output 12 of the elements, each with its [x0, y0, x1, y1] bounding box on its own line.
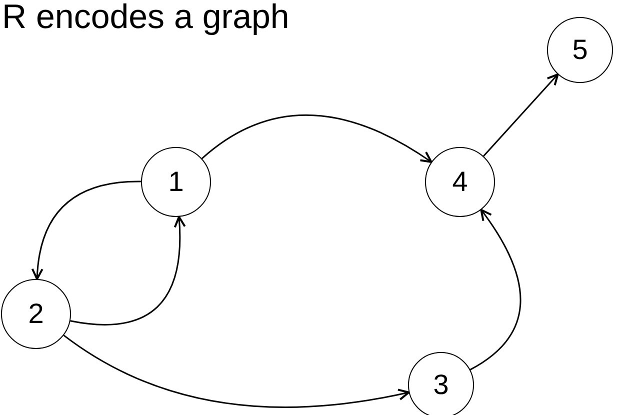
- arrow: [202, 114, 432, 163]
- node-circle: 1: [141, 147, 211, 217]
- node-circle: 5: [547, 17, 613, 83]
- node-circle: 3: [408, 352, 474, 415]
- title: R encodes a graph: [2, 0, 290, 34]
- arrow: [70, 216, 186, 326]
- arrow: [63, 334, 410, 408]
- node-circle: 4: [425, 147, 495, 217]
- arrow: [470, 208, 522, 370]
- node-circle: 2: [1, 279, 71, 349]
- arrow: [483, 73, 559, 157]
- arrow: [32, 180, 142, 280]
